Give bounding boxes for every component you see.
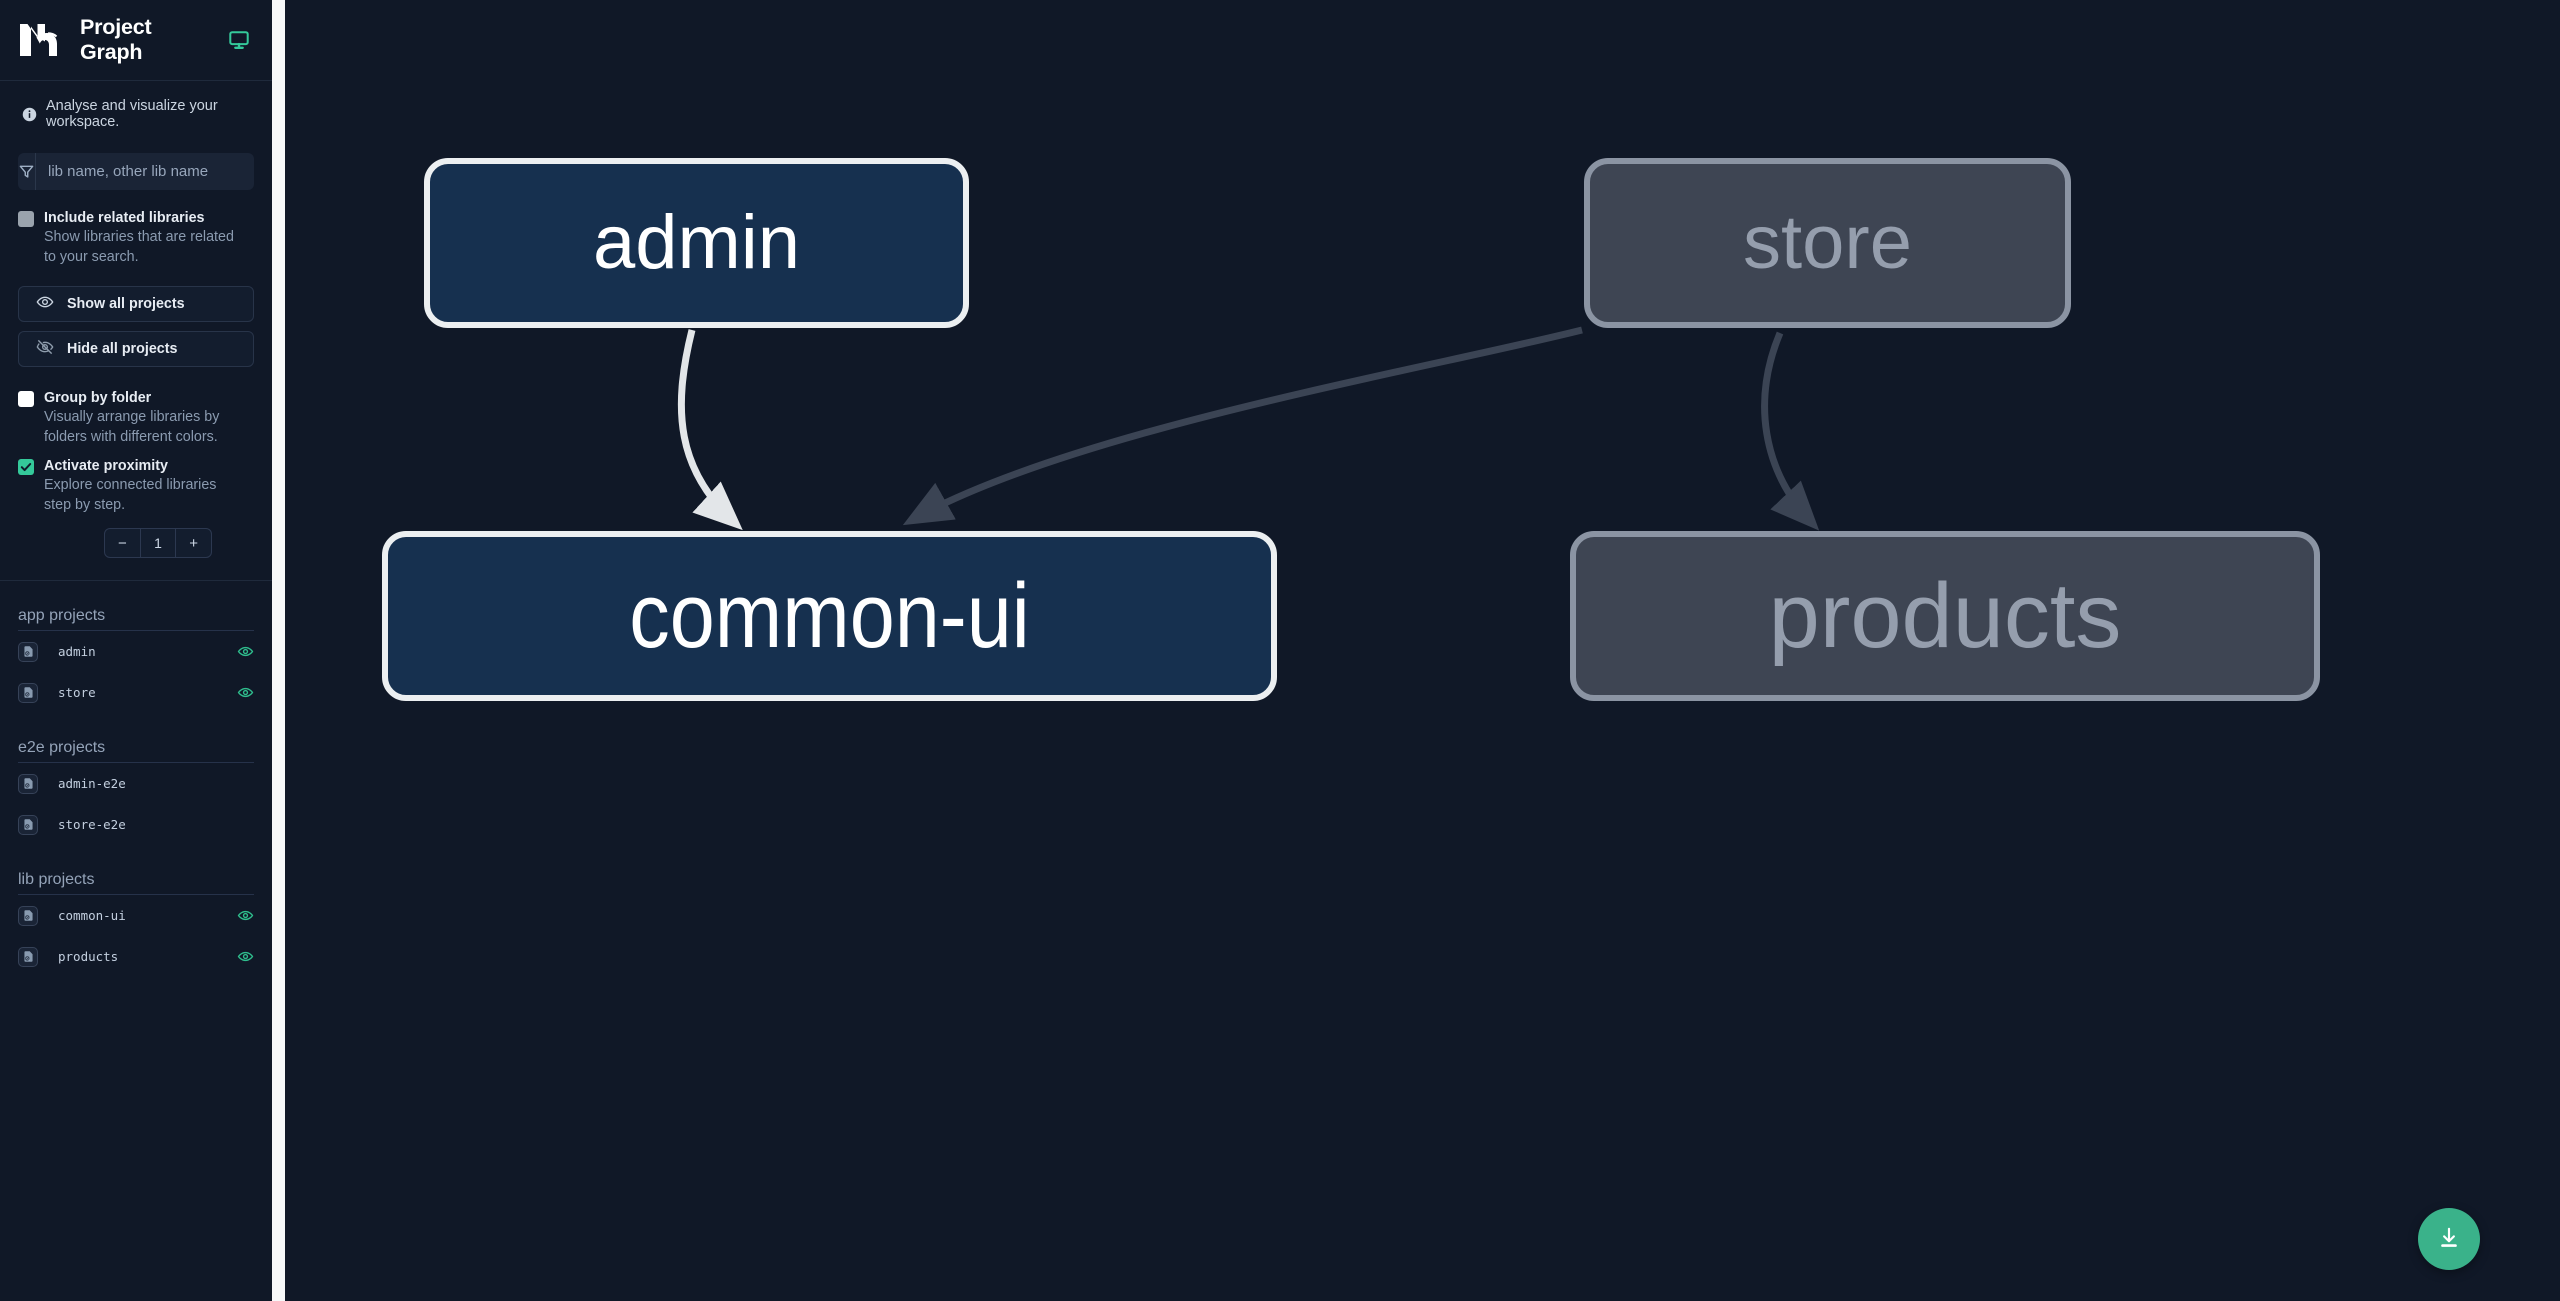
- eye-off-icon: [36, 338, 54, 360]
- proximity-value: 1: [139, 529, 176, 557]
- graph-node-label: admin: [593, 200, 800, 285]
- graph-node-common-ui[interactable]: common-ui: [382, 531, 1277, 701]
- nx-logo-icon: [18, 19, 63, 61]
- option-text: Include related libraries Show libraries…: [44, 209, 244, 267]
- download-graph-button[interactable]: [2418, 1208, 2480, 1270]
- project-list-item[interactable]: admin-e2e: [0, 763, 272, 804]
- project-name: common-ui: [58, 908, 126, 923]
- search-field[interactable]: [18, 153, 254, 190]
- project-name: admin: [58, 644, 96, 659]
- edge-store-to-products: [1761, 331, 1820, 531]
- project-list-item[interactable]: store-e2e: [0, 804, 272, 845]
- option-description: Visually arrange libraries by folders wi…: [44, 409, 220, 445]
- download-icon: [2436, 1225, 2462, 1254]
- project-visibility-eye-icon[interactable]: [237, 684, 254, 701]
- project-icon: [18, 641, 38, 662]
- option-group-by-folder[interactable]: Group by folder Visually arrange librari…: [0, 389, 272, 447]
- sidebar-divider: [0, 580, 272, 581]
- hide-all-projects-label: Hide all projects: [67, 341, 178, 357]
- graph-node-admin[interactable]: admin: [424, 158, 969, 328]
- funnel-icon: [18, 153, 36, 190]
- project-name: store-e2e: [58, 817, 126, 832]
- info-icon: [22, 107, 37, 122]
- project-icon: [18, 814, 38, 835]
- project-icon: [18, 682, 38, 703]
- project-list-item[interactable]: store: [0, 672, 272, 713]
- proximity-stepper: − 1 +: [104, 528, 212, 558]
- graph-node-products[interactable]: products: [1570, 531, 2320, 701]
- project-name: products: [58, 949, 119, 964]
- graph-node-label: common-ui: [629, 565, 1030, 667]
- option-description: Explore connected libraries step by step…: [44, 477, 217, 513]
- option-text: Activate proximity Explore connected lib…: [44, 457, 244, 515]
- project-group-title: e2e projects: [18, 739, 106, 756]
- activate-proximity-checkbox[interactable]: [18, 459, 34, 475]
- project-group-divider: [18, 762, 254, 763]
- option-description: Show libraries that are related to your …: [44, 229, 234, 265]
- search-input[interactable]: [36, 153, 254, 190]
- monitor-icon[interactable]: [228, 29, 250, 51]
- project-name: store: [58, 685, 96, 700]
- project-group-divider: [18, 894, 254, 895]
- option-label: Include related libraries: [44, 210, 205, 226]
- option-activate-proximity[interactable]: Activate proximity Explore connected lib…: [0, 457, 272, 515]
- project-group-divider: [18, 630, 254, 631]
- graph-node-label: products: [1768, 565, 2122, 667]
- project-list: app projects admin store e2e projects admin-…: [0, 581, 272, 997]
- sidebar-header: Project Graph: [0, 0, 272, 81]
- project-icon: [18, 773, 38, 794]
- project-group-title: app projects: [18, 607, 106, 624]
- project-visibility-placeholder: [237, 816, 254, 833]
- option-label: Group by folder: [44, 390, 152, 406]
- proximity-increment-button[interactable]: +: [175, 529, 211, 557]
- project-group-title: lib projects: [18, 871, 95, 888]
- show-all-projects-label: Show all projects: [67, 296, 185, 312]
- project-icon: [18, 946, 38, 967]
- sidebar: Project Graph Analyse and visualize your…: [0, 0, 272, 1301]
- graph-node-label: store: [1743, 200, 1912, 285]
- graph-node-store[interactable]: store: [1584, 158, 2071, 328]
- proximity-decrement-button[interactable]: −: [117, 534, 127, 552]
- project-list-item[interactable]: products: [0, 936, 272, 977]
- edge-store-to-common-ui: [902, 326, 1583, 526]
- project-list-item[interactable]: common-ui: [0, 895, 272, 936]
- sidebar-resize-handle[interactable]: [272, 0, 285, 1301]
- show-all-projects-button[interactable]: Show all projects: [18, 286, 254, 322]
- option-include-related-libraries[interactable]: Include related libraries Show libraries…: [0, 209, 272, 267]
- hide-all-projects-button[interactable]: Hide all projects: [18, 331, 254, 367]
- tagline: Analyse and visualize your workspace.: [0, 81, 272, 142]
- project-visibility-placeholder: [237, 775, 254, 792]
- project-icon: [18, 905, 38, 926]
- option-text: Group by folder Visually arrange librari…: [44, 389, 244, 447]
- graph-canvas[interactable]: admin store common-ui products: [272, 0, 2560, 1301]
- edge-admin-to-common-ui: [677, 329, 743, 531]
- project-name: admin-e2e: [58, 776, 126, 791]
- project-visibility-eye-icon[interactable]: [237, 907, 254, 924]
- option-label: Activate proximity: [44, 458, 168, 474]
- bulk-visibility-buttons: Show all projects Hide all projects: [0, 286, 272, 367]
- project-visibility-eye-icon[interactable]: [237, 643, 254, 660]
- include-related-libraries-checkbox[interactable]: [18, 211, 34, 227]
- graph-edges: [677, 326, 1820, 531]
- tagline-text: Analyse and visualize your workspace.: [46, 98, 218, 130]
- eye-icon: [36, 293, 54, 315]
- project-visibility-eye-icon[interactable]: [237, 948, 254, 965]
- page-title: Project Graph: [80, 15, 152, 64]
- project-list-item[interactable]: admin: [0, 631, 272, 672]
- group-by-folder-checkbox[interactable]: [18, 391, 34, 407]
